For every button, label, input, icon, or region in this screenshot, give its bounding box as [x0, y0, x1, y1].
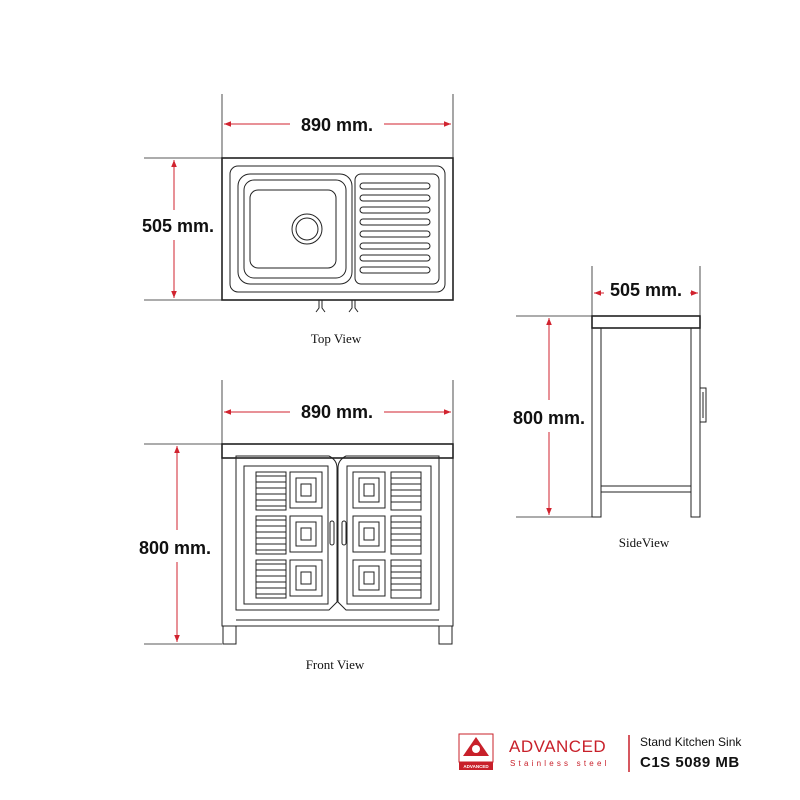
- drain-icon: [291, 213, 323, 245]
- side-height-label: 800 mm.: [513, 408, 585, 428]
- side-view-caption: SideView: [619, 535, 670, 550]
- front-view-caption: Front View: [306, 657, 365, 672]
- product-code: C1S 5089 MB: [640, 754, 740, 771]
- front-view: 890 mm. 800 mm.: [139, 380, 454, 672]
- side-handle-icon: [699, 387, 707, 423]
- front-width-dimension: 890 mm.: [224, 402, 451, 422]
- right-door-slats: [390, 471, 422, 599]
- top-view: 890 mm. 505 mm.: [142, 94, 454, 346]
- right-door-panels: [352, 471, 386, 597]
- brand-block: ADVANCED ADVANCED Stainless steel Stand …: [458, 733, 742, 772]
- brand-tagline: Stainless steel: [510, 759, 610, 768]
- top-depth-label: 505 mm.: [142, 216, 214, 236]
- triangle-logo-icon: ADVANCED: [458, 733, 494, 770]
- side-depth-label: 505 mm.: [610, 280, 682, 300]
- sink-top-outline: [221, 157, 454, 313]
- side-height-dimension: 800 mm.: [513, 318, 585, 515]
- front-width-label: 890 mm.: [301, 402, 373, 422]
- side-depth-dimension: 505 mm.: [594, 280, 698, 300]
- front-height-dimension: 800 mm.: [139, 446, 211, 642]
- side-view: 505 mm. 800 mm. SideView: [513, 266, 707, 550]
- left-door-panels: [289, 471, 323, 597]
- top-view-caption: Top View: [311, 331, 362, 346]
- cabinet-side: [591, 315, 707, 518]
- product-name: Stand Kitchen Sink: [640, 735, 742, 749]
- left-door-slats: [255, 471, 287, 599]
- left-handle-icon: [329, 520, 335, 546]
- top-width-label: 890 mm.: [301, 115, 373, 135]
- top-depth-dimension: 505 mm.: [142, 160, 214, 298]
- drainboard-ribs: [359, 182, 431, 274]
- logo-tag: ADVANCED: [463, 764, 489, 769]
- front-height-label: 800 mm.: [139, 538, 211, 558]
- cabinet-front: [221, 443, 454, 645]
- top-width-dimension: 890 mm.: [224, 115, 451, 135]
- left-door: [235, 455, 338, 611]
- right-door: [337, 455, 440, 611]
- brand-name: ADVANCED: [509, 737, 606, 756]
- right-handle-icon: [341, 520, 347, 546]
